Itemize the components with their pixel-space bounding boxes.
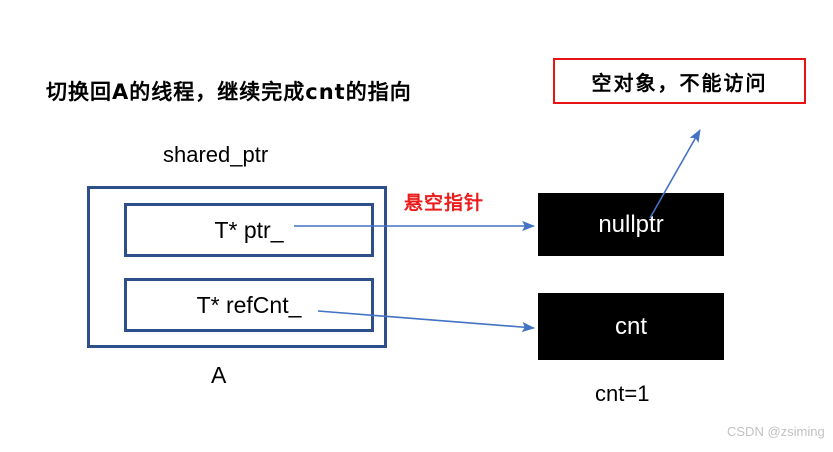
- shared-ptr-instance-label: A: [211, 362, 227, 388]
- member-field-refcnt: T* refCnt_: [124, 278, 374, 332]
- heap-block-nullptr-label: nullptr: [598, 210, 664, 238]
- null-object-callout-text: 空对象，不能访问: [591, 70, 768, 95]
- member-field-ptr-label: T* ptr_: [214, 216, 284, 243]
- dangling-pointer-label: 悬空指针: [404, 192, 485, 214]
- cnt-value-caption: cnt=1: [595, 381, 650, 406]
- heap-block-nullptr: nullptr: [538, 193, 724, 256]
- watermark: CSDN @zsiming: [727, 424, 825, 439]
- member-field-ptr: T* ptr_: [124, 203, 374, 257]
- shared-ptr-title: shared_ptr: [163, 142, 269, 167]
- null-object-callout-box: 空对象，不能访问: [553, 58, 806, 104]
- shared-ptr-object-box: T* ptr_ T* refCnt_: [87, 186, 387, 348]
- headline-annotation: 切换回A的线程，继续完成cnt的指向: [46, 80, 412, 104]
- heap-block-cnt: cnt: [538, 293, 724, 360]
- heap-block-cnt-label: cnt: [614, 312, 647, 340]
- member-field-refcnt-label: T* refCnt_: [196, 291, 302, 318]
